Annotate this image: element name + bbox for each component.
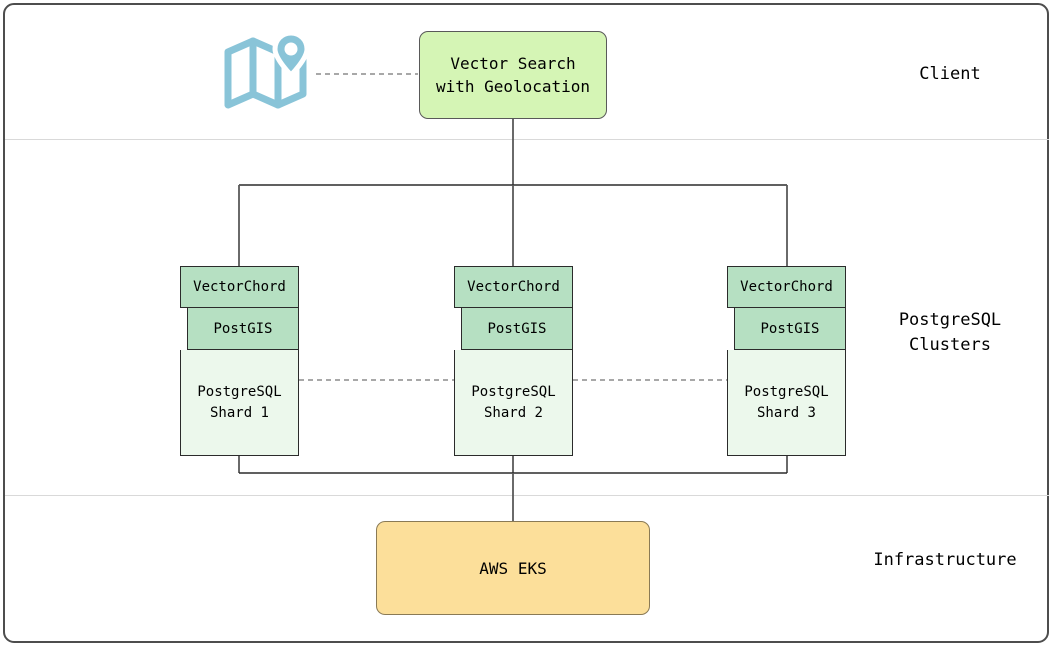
shard-2-postgis-band[interactable]: PostGIS	[461, 308, 573, 350]
shard-3-vectorchord-label: VectorChord	[740, 279, 833, 295]
node-vector-search-label: Vector Search with Geolocation	[435, 54, 591, 96]
shard-1-vectorchord-label: VectorChord	[193, 279, 286, 295]
shard-2-vectorchord-band[interactable]: VectorChord	[454, 266, 573, 308]
shard-2-body[interactable]: PostgreSQL Shard 2	[454, 350, 573, 456]
shard-3-label: PostgreSQL Shard 3	[744, 383, 829, 421]
lane-label-postgresql-clusters: PostgreSQL Clusters	[898, 310, 1002, 355]
shard-2-vectorchord-label: VectorChord	[467, 279, 560, 295]
shard-1-vectorchord-band[interactable]: VectorChord	[180, 266, 299, 308]
lane-divider-clusters-infrastructure	[5, 495, 1049, 496]
lane-label-client: Client	[919, 64, 981, 84]
shard-2-label: PostgreSQL Shard 2	[471, 383, 556, 421]
shard-3-vectorchord-band[interactable]: VectorChord	[727, 266, 846, 308]
node-aws-eks[interactable]: AWS EKS	[376, 521, 650, 615]
shard-2[interactable]: VectorChord PostGIS PostgreSQL Shard 2	[454, 266, 573, 456]
shard-1-body[interactable]: PostgreSQL Shard 1	[180, 350, 299, 456]
map-location-icon	[224, 30, 310, 109]
shard-3[interactable]: VectorChord PostGIS PostgreSQL Shard 3	[727, 266, 846, 456]
node-aws-eks-label: AWS EKS	[479, 558, 547, 578]
shard-1-postgis-band[interactable]: PostGIS	[187, 308, 299, 350]
shard-1-label: PostgreSQL Shard 1	[197, 383, 282, 421]
lane-divider-client-clusters	[5, 139, 1049, 140]
shard-3-postgis-label: PostGIS	[760, 320, 820, 337]
shard-3-body[interactable]: PostgreSQL Shard 3	[727, 350, 846, 456]
shard-3-postgis-band[interactable]: PostGIS	[734, 308, 846, 350]
lane-label-infrastructure: Infrastructure	[873, 550, 1017, 570]
shard-1[interactable]: VectorChord PostGIS PostgreSQL Shard 1	[180, 266, 299, 456]
shard-1-postgis-label: PostGIS	[213, 320, 273, 337]
node-vector-search-with-geolocation[interactable]: Vector Search with Geolocation	[419, 31, 607, 119]
shard-2-postgis-label: PostGIS	[487, 320, 547, 337]
